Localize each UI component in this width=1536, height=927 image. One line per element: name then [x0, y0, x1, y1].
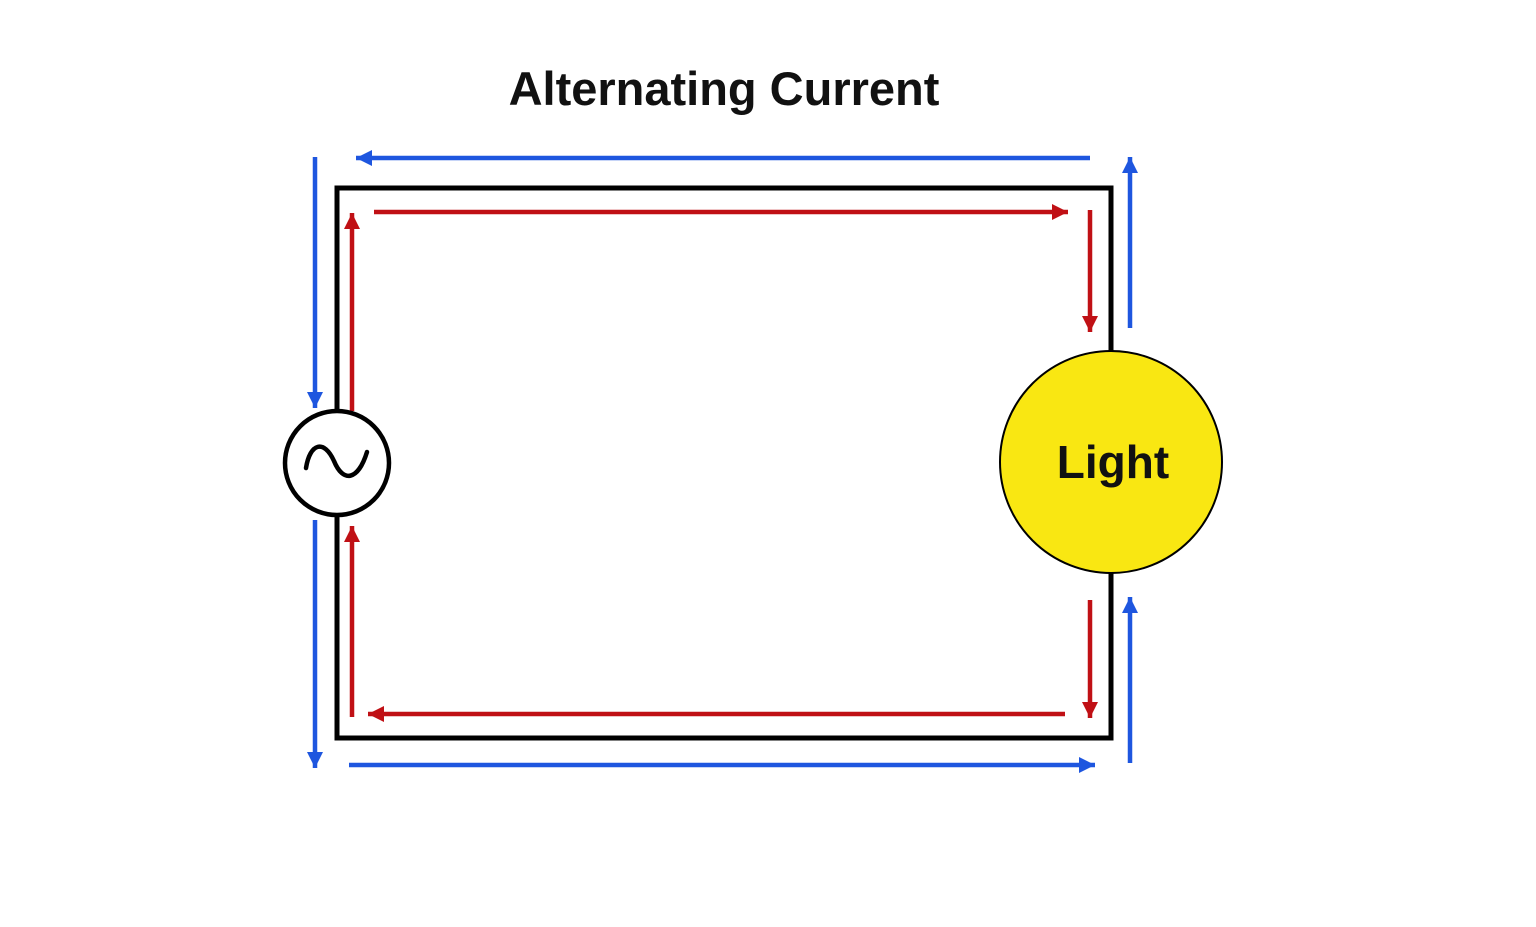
diagram-title: Alternating Current — [509, 62, 940, 115]
light-bulb: Light — [999, 350, 1223, 574]
red-current-arrows — [344, 204, 1098, 722]
blue-current-arrows — [307, 150, 1138, 773]
light-bulb-circle — [999, 350, 1223, 574]
ac-source-symbol — [282, 408, 392, 518]
circuit-wire — [334, 185, 1114, 741]
light-label: Light — [1057, 436, 1169, 488]
sine-wave-icon — [303, 444, 370, 479]
